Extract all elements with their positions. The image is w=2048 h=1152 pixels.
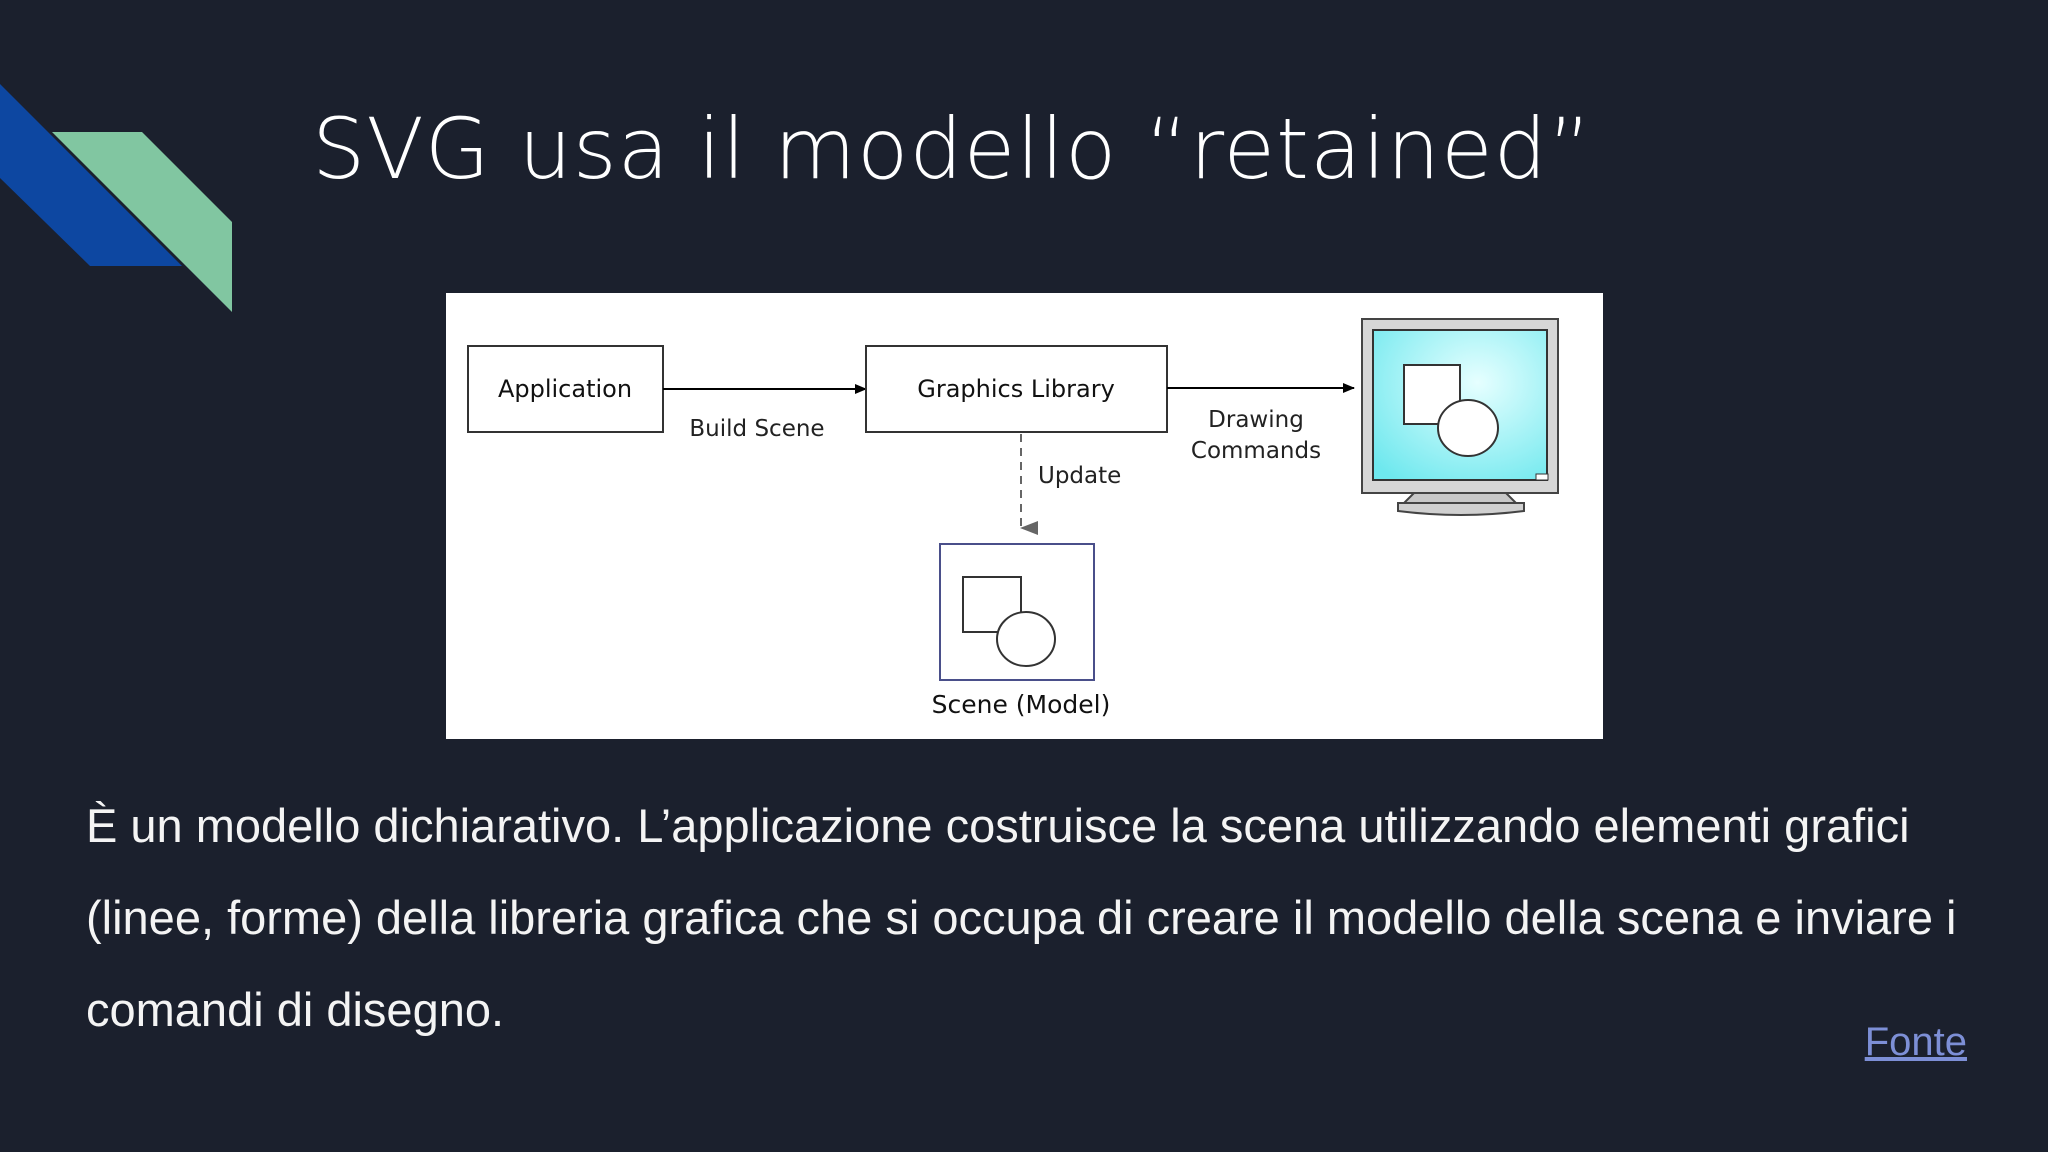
rectangle-circle-shape-icon — [962, 576, 1056, 667]
scene-model-box — [939, 543, 1095, 681]
retained-mode-diagram: Application Build Scene Graphics Library… — [446, 293, 1603, 739]
slide-title: SVG usa il modello “retained” — [312, 100, 1593, 198]
commands-label: Commands — [1191, 438, 1321, 464]
slide-body-text: È un modello dichiarativo. L’applicazion… — [86, 799, 1957, 1036]
corner-decoration — [0, 84, 232, 312]
drawing-label: Drawing — [1208, 407, 1304, 433]
graphics-library-label: Graphics Library — [917, 375, 1115, 403]
graphics-library-box: Graphics Library — [865, 345, 1168, 433]
blue-stripe — [0, 84, 182, 266]
application-label: Application — [498, 375, 632, 403]
application-box: Application — [467, 345, 664, 433]
source-link[interactable]: Fonte — [1864, 1020, 1967, 1064]
monitor-icon — [1361, 318, 1559, 516]
update-label: Update — [1038, 463, 1121, 489]
scene-model-label: Scene (Model) — [932, 690, 1111, 719]
green-stripe — [52, 132, 232, 312]
build-scene-label: Build Scene — [689, 416, 824, 442]
